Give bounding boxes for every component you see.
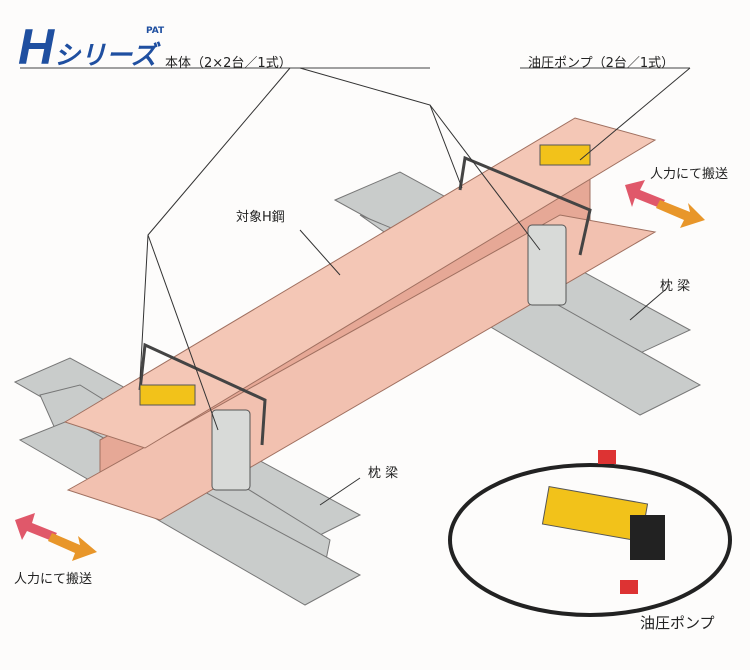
label-target-beam: 対象H鋼 xyxy=(236,210,285,225)
label-carry-bottom: 人力にて搬送 xyxy=(14,572,93,587)
logo-pat: PAT xyxy=(146,26,165,36)
label-carry-top: 人力にて搬送 xyxy=(650,167,729,182)
hydraulic-pump-icon xyxy=(448,450,732,617)
label-body: 本体（2×2台／1式） xyxy=(165,56,292,71)
logo-series: シリーズ xyxy=(54,41,157,71)
h-series-logo: Hシリーズ PAT xyxy=(18,18,164,76)
leader-lines xyxy=(139,67,691,506)
carry-arrow-top-icon xyxy=(625,180,705,228)
label-pump: 油圧ポンプ xyxy=(640,614,715,632)
label-pump-set: 油圧ポンプ（2台／1式） xyxy=(528,56,675,71)
label-sleeper-bottom: 枕 梁 xyxy=(368,466,399,481)
carry-arrow-bottom-icon xyxy=(15,513,97,561)
lifting-unit-icons xyxy=(138,144,592,491)
logo-mark: H xyxy=(18,19,55,75)
label-sleeper-top: 枕 梁 xyxy=(660,279,691,294)
